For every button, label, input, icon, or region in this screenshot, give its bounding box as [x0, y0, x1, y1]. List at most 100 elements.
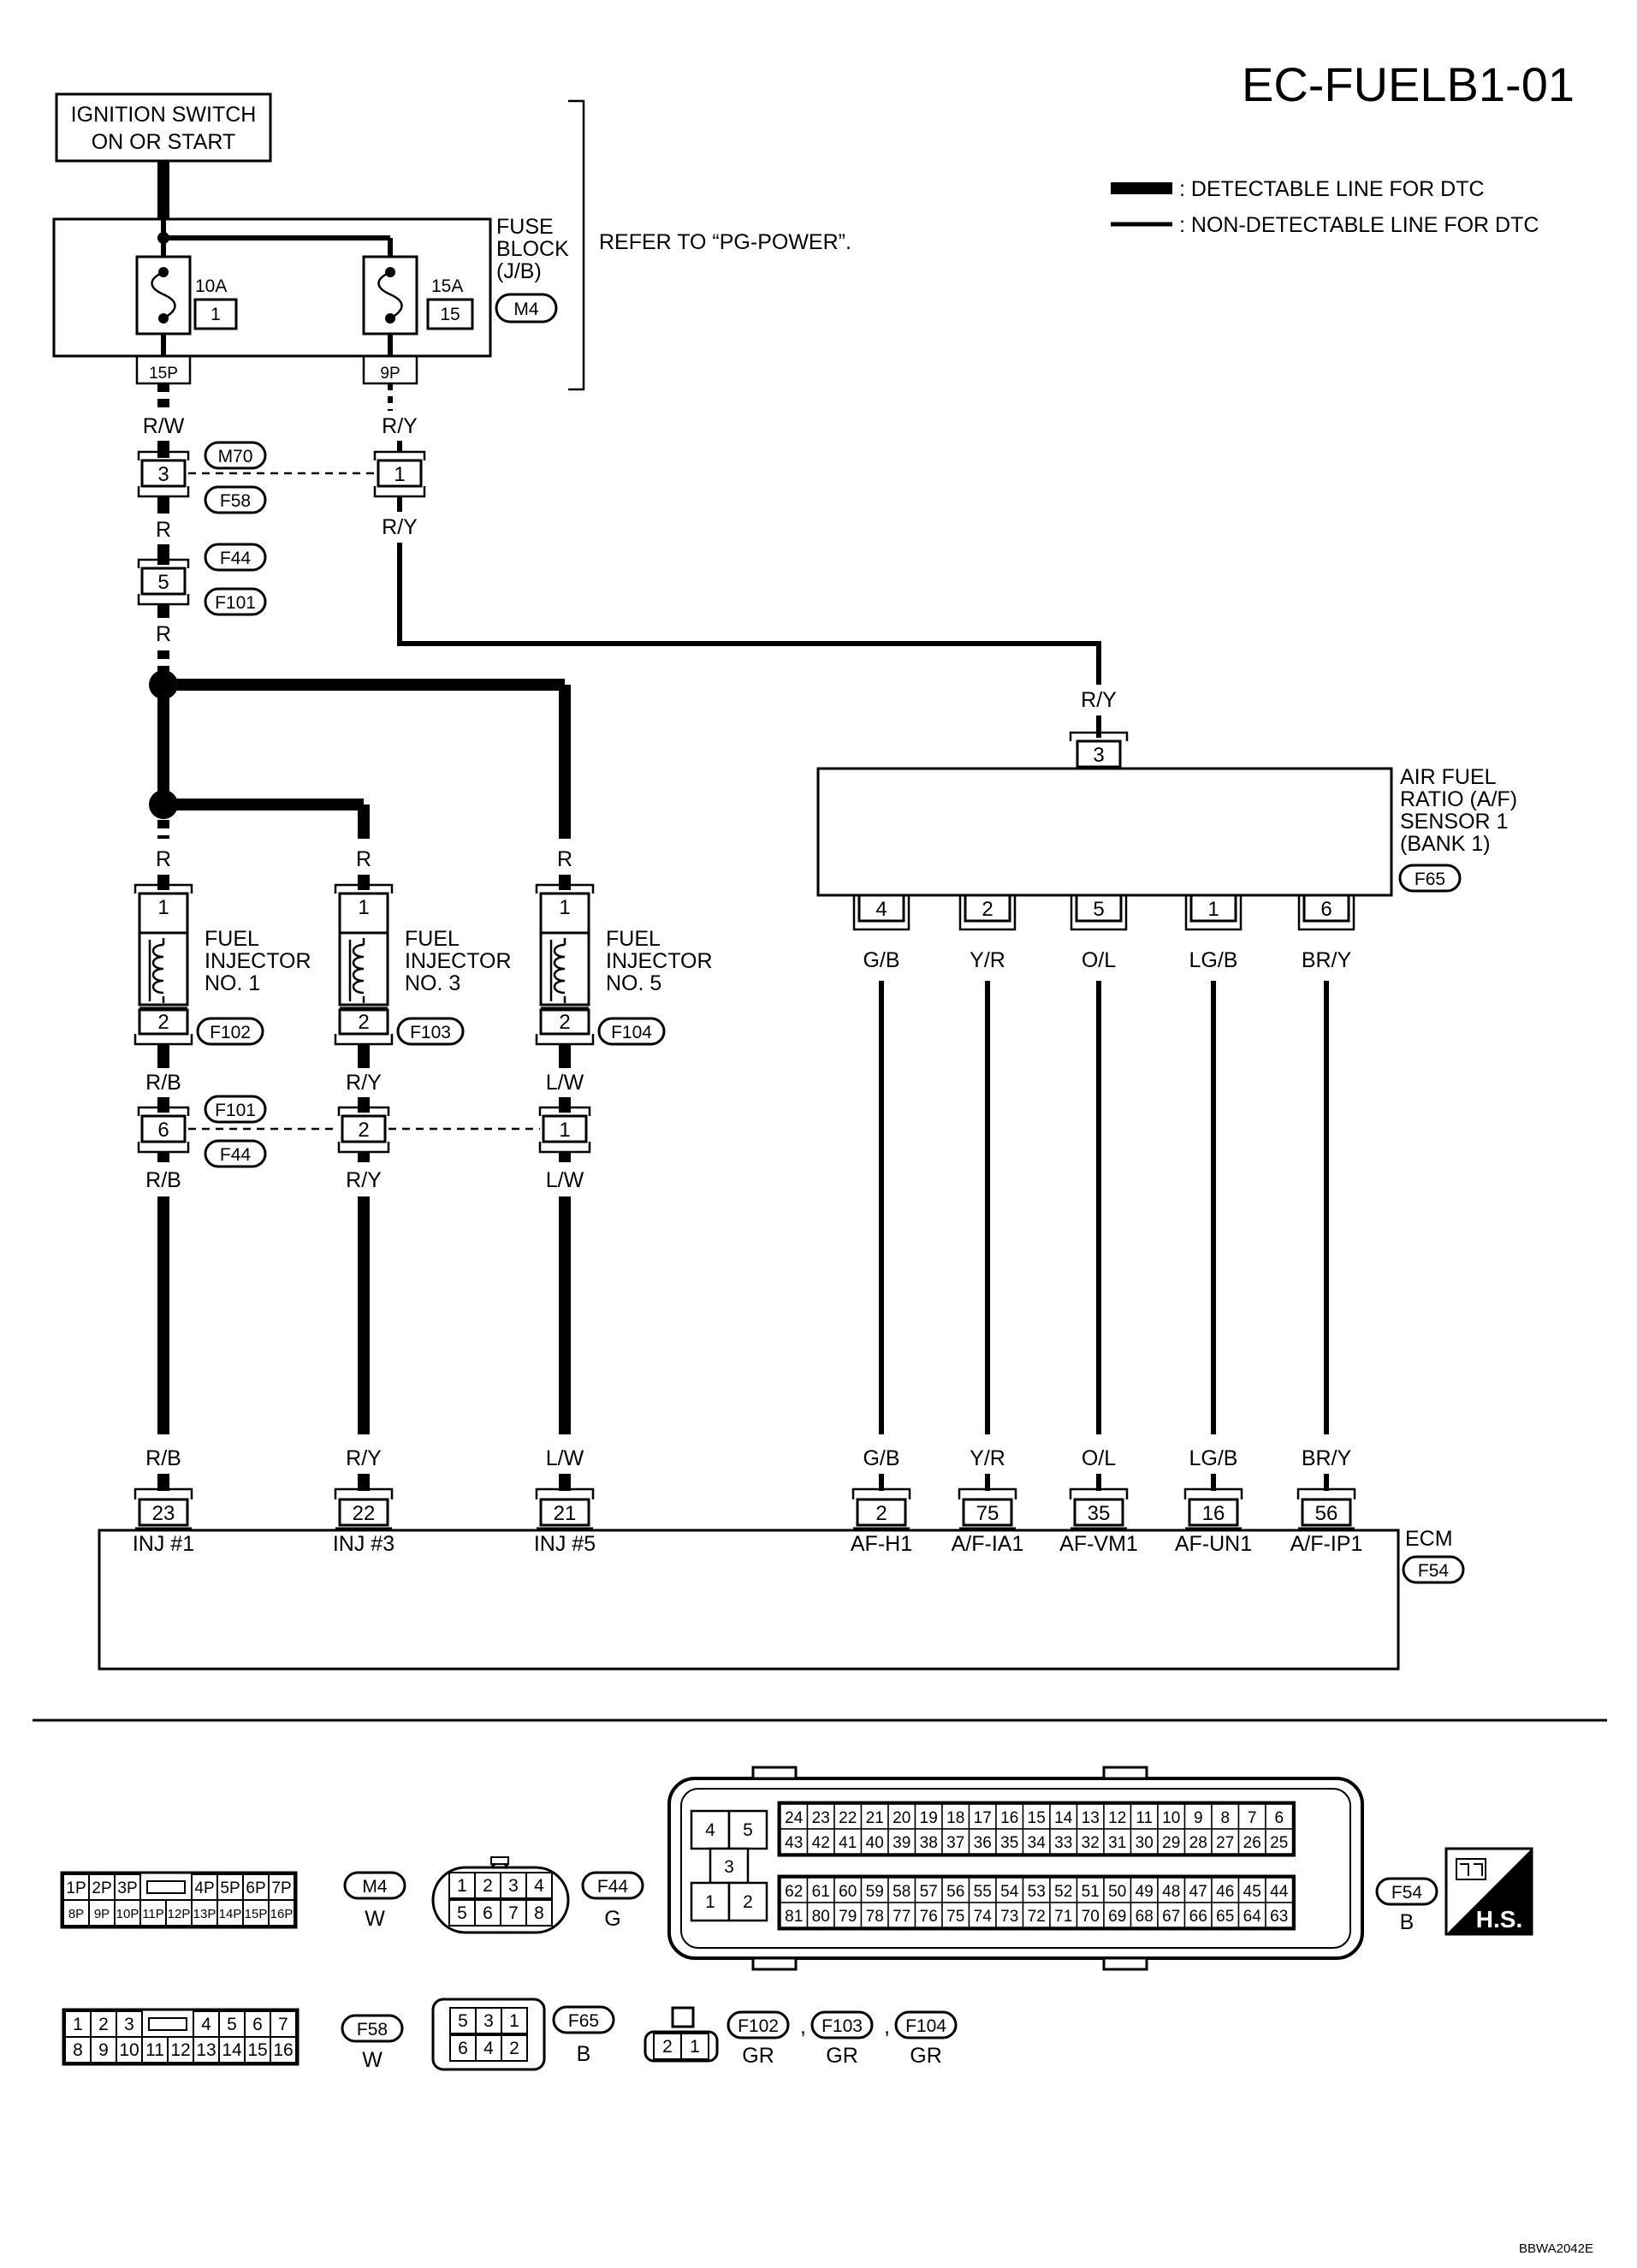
connector-cavity: 5P — [220, 1879, 240, 1897]
diagram-code: BBWA2042E — [1519, 2241, 1593, 2256]
connector-cavity: 15P — [245, 1907, 268, 1921]
connector-id: F104 — [905, 2016, 946, 2036]
connector-cavity: 16P — [270, 1907, 294, 1921]
ecm-terminal-wire-color: Y/R — [970, 1446, 1005, 1470]
connector-cavity: 59 — [866, 1883, 884, 1901]
connector-cavity: 3 — [483, 2011, 494, 2031]
connector-cavity: 3 — [724, 1857, 734, 1877]
connector-cavity: 53 — [1028, 1883, 1046, 1901]
connector-cavity: 36 — [974, 1834, 992, 1852]
svg-text:3: 3 — [157, 463, 169, 486]
svg-text:15P: 15P — [149, 365, 178, 383]
connector-cavity: 6P — [246, 1879, 265, 1897]
connector-cavity: 54 — [1000, 1883, 1019, 1901]
page-title: EC-FUELB1-01 — [1242, 57, 1575, 111]
connector-cavity: 2 — [483, 1876, 493, 1896]
ignition-line1: IGNITION SWITCH — [71, 103, 257, 127]
ecm-terminal-name: AF-VM1 — [1059, 1532, 1138, 1556]
svg-text:F58: F58 — [220, 491, 251, 511]
connector-cavity: 4 — [483, 2039, 494, 2058]
af-sensor-pin: 5O/L — [1070, 894, 1128, 1434]
svg-text:3: 3 — [1093, 744, 1104, 767]
fuse1-number: 1 — [211, 305, 221, 324]
connector-cavity: 15 — [1028, 1809, 1046, 1827]
connector-cavity: 52 — [1054, 1883, 1072, 1901]
connector-cavity: 7 — [278, 2015, 288, 2034]
ecm-terminal-pin: 21 — [554, 1502, 577, 1525]
connector-color: W — [362, 2048, 383, 2072]
af-sensor-pin-number: 5 — [1093, 898, 1104, 921]
connector-cavity: 9 — [1194, 1809, 1203, 1827]
connector-cavity: 51 — [1082, 1883, 1100, 1901]
injector-label-3: NO. 1 — [205, 971, 260, 995]
connector-cavity: 12 — [1108, 1809, 1126, 1827]
connector-cavity: 50 — [1108, 1883, 1126, 1901]
ecm-terminal-name: INJ #3 — [333, 1532, 394, 1556]
wire-r-b: R — [156, 622, 171, 646]
injector-pin2: 2 — [358, 1011, 369, 1034]
af-sensor-line2: RATIO (A/F) — [1400, 787, 1517, 811]
connector-id: F65 — [568, 2011, 599, 2031]
af-sensor: 3 AIR FUEL RATIO (A/F) SENSOR 1 (BANK 1)… — [816, 731, 1517, 1434]
connector-cavity: 8 — [534, 1903, 544, 1923]
connector-id: M4 — [362, 1877, 387, 1897]
harness-side-label: H.S. — [1476, 1906, 1522, 1933]
connector-cavity: 47 — [1189, 1883, 1207, 1901]
af-sensor-line1: AIR FUEL — [1400, 765, 1497, 789]
wire-ry-3b: R/Y — [346, 1168, 382, 1192]
connector-cavity: 14P — [219, 1907, 242, 1921]
fuse-block-line1: FUSE — [496, 215, 554, 239]
af-sensor-wire-color: G/B — [863, 948, 899, 972]
ecm-terminal-name: A/F-IP1 — [1290, 1532, 1363, 1556]
connector-cavity: 2 — [662, 2037, 673, 2057]
connector-cavity: 21 — [866, 1809, 884, 1827]
ecm-terminal-wire-color: L/W — [546, 1446, 584, 1470]
connector-cavity: 6 — [1274, 1809, 1284, 1827]
af-sensor-wire-color: O/L — [1082, 948, 1116, 972]
connector-cavity: 46 — [1216, 1883, 1234, 1901]
connector-cavity: 45 — [1243, 1883, 1261, 1901]
connector-cavity: 2 — [509, 2039, 519, 2058]
connector-cavity: 69 — [1108, 1908, 1126, 1926]
af-sensor-line4: (BANK 1) — [1400, 832, 1491, 856]
connector-cavity: 15 — [247, 2040, 267, 2060]
ecm-terminal-wire-color: R/Y — [346, 1446, 382, 1470]
connector-cavity: 80 — [812, 1908, 830, 1926]
connector-cavity: 1 — [457, 1876, 467, 1896]
connector-cavity: 78 — [866, 1908, 884, 1926]
connector-cavity: 74 — [974, 1908, 993, 1926]
ecm-terminal-pin: 56 — [1315, 1502, 1338, 1525]
injector-conn: F104 — [611, 1023, 652, 1042]
svg-text:9P: 9P — [380, 365, 400, 383]
connector-cavity: 3P — [117, 1879, 137, 1897]
legend-non-detectable: : NON-DETECTABLE LINE FOR DTC — [1179, 213, 1539, 237]
connector-cavity: 72 — [1028, 1908, 1046, 1926]
connector-color: B — [1400, 1910, 1415, 1934]
ecm-terminal-name: AF-UN1 — [1175, 1532, 1252, 1556]
wire-r-inj3: R — [356, 847, 371, 871]
svg-text:F44: F44 — [220, 549, 252, 568]
af-sensor-line3: SENSOR 1 — [1400, 810, 1508, 834]
separator-comma: , — [884, 2015, 890, 2039]
ecm-conn: F54 — [1418, 1561, 1450, 1581]
connector-cavity: 77 — [893, 1908, 910, 1926]
af-sensor-pin-number: 1 — [1207, 898, 1219, 921]
connector-cavity: 16 — [273, 2040, 293, 2060]
connector-cavity: 13P — [193, 1907, 216, 1921]
connector-cavity: 7 — [1248, 1809, 1257, 1827]
connector-cavity: 38 — [920, 1834, 938, 1852]
ecm-terminal-name: AF-H1 — [851, 1532, 912, 1556]
svg-text:F101: F101 — [215, 1101, 256, 1120]
af-sensor-pin: 1LG/B — [1184, 894, 1243, 1434]
ecm-terminal-wire-color: LG/B — [1189, 1446, 1238, 1470]
wire-rw: R/W — [143, 414, 185, 438]
af-sensor-pin-number: 4 — [875, 898, 887, 921]
svg-text:1: 1 — [394, 463, 405, 486]
